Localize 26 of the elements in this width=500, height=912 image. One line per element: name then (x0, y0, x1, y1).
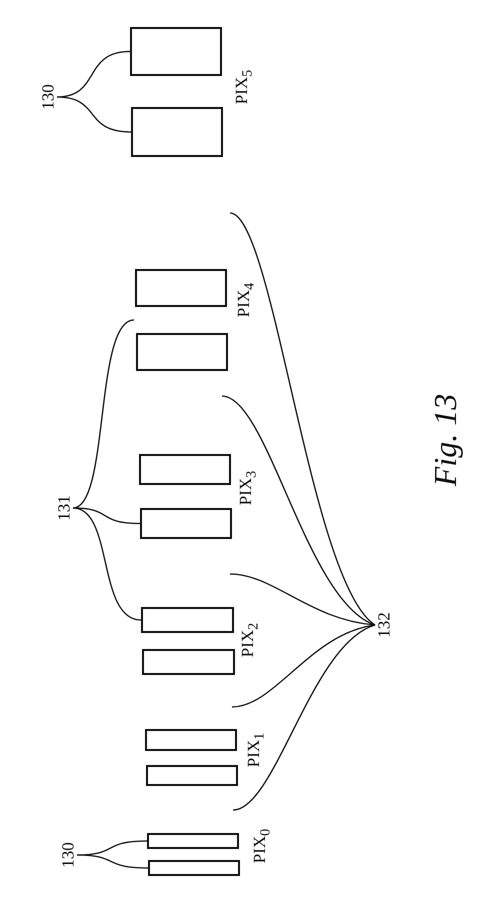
pixel-rectangle (130, 27, 222, 76)
pixel-rectangle (146, 765, 238, 786)
pixel-rectangle (147, 833, 239, 849)
leader-line (72, 319, 134, 509)
leader-line (230, 212, 376, 626)
leader-line (72, 507, 142, 621)
figure-caption: Fig. 13 (429, 394, 461, 486)
leader-line (230, 573, 376, 626)
pixel-rectangle (141, 607, 234, 633)
pixel-rectangle (142, 649, 235, 675)
leader-line (232, 624, 376, 811)
pixel-rectangle (135, 269, 227, 307)
reference-numeral: 130 (60, 842, 76, 868)
pixel-rectangle (148, 860, 240, 876)
reference-numeral: 132 (376, 612, 392, 638)
pixel-rectangle (131, 107, 223, 157)
pixel-rectangle (136, 333, 228, 371)
pixel-rectangle (140, 508, 232, 539)
reference-numeral: 131 (56, 495, 72, 521)
pixel-rectangle (139, 454, 231, 485)
reference-numeral: 130 (40, 84, 56, 110)
leader-line (232, 624, 376, 708)
leader-line (222, 395, 376, 626)
leader-line (56, 96, 132, 133)
pixel-rectangle (145, 729, 237, 751)
leader-line (76, 854, 148, 869)
